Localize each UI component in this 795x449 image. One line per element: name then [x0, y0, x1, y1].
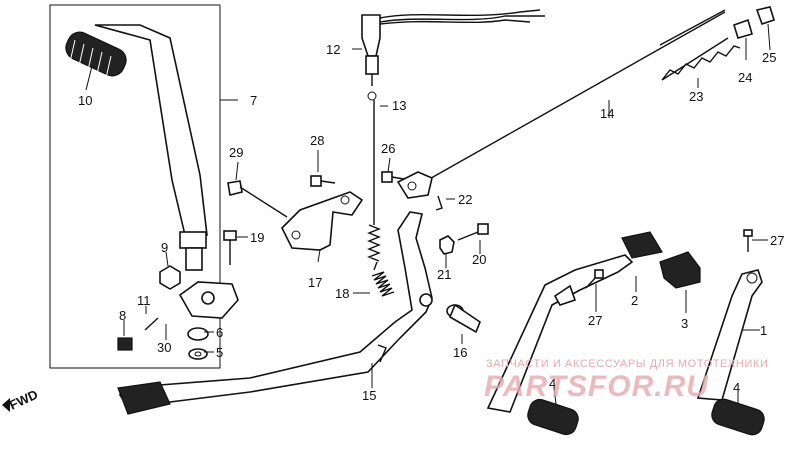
- callout-12: 12: [326, 42, 340, 57]
- brake-rod: [409, 11, 726, 191]
- joint-nut: [755, 6, 775, 26]
- washer-5: [188, 348, 208, 360]
- pedal-hook: [377, 344, 387, 363]
- rubber-grip: [65, 31, 127, 79]
- callout-18: 18: [335, 286, 349, 301]
- brake-pedal-pad: [117, 381, 171, 415]
- callout-14: 14: [600, 106, 614, 121]
- callout-7: 7: [250, 93, 257, 108]
- callout-3: 3: [681, 316, 688, 331]
- callout-27a: 27: [588, 313, 602, 328]
- fwd-label: FWD: [7, 387, 40, 413]
- callout-13: 13: [392, 98, 406, 113]
- callout-22: 22: [458, 192, 472, 207]
- callout-23: 23: [689, 89, 703, 104]
- watermark-brand: PARTSFOR.RU: [484, 370, 709, 403]
- nut-21: [439, 235, 455, 255]
- shift-arm: [94, 24, 208, 236]
- group-outline: [49, 4, 221, 369]
- callout-28: 28: [310, 133, 324, 148]
- rod-spring: [661, 37, 741, 81]
- callout-17: 17: [308, 275, 322, 290]
- leader-lines: [85, 23, 771, 405]
- rod-joint: [396, 171, 433, 199]
- callout-4b: 4: [733, 380, 740, 395]
- callout-2: 2: [631, 293, 638, 308]
- pivot-block: [178, 281, 239, 319]
- bolt-26: [381, 171, 405, 183]
- footrest-rubber-left: [527, 398, 579, 436]
- brake-pedal: [118, 211, 433, 411]
- bolt-20: [457, 223, 489, 241]
- callout-8: 8: [119, 308, 126, 323]
- callout-27b: 27: [770, 233, 784, 248]
- cap-8: [117, 337, 133, 351]
- callout-9: 9: [161, 240, 168, 255]
- callout-15: 15: [362, 388, 376, 403]
- watermark-tagline: ЗАПЧАСТИ И АКСЕССУАРЫ ДЛЯ МОТОТЕХНИКИ: [486, 358, 768, 370]
- callout-16: 16: [453, 345, 467, 360]
- callout-19: 19: [250, 230, 264, 245]
- screw-11: [144, 317, 159, 331]
- callout-20: 20: [472, 252, 486, 267]
- shift-arm-spline: [185, 247, 203, 271]
- callout-4a: 4: [549, 376, 556, 391]
- footrest-bar-1: [696, 269, 763, 401]
- bolt-27a: [585, 269, 604, 289]
- callout-24: 24: [738, 70, 752, 85]
- callout-10: 10: [78, 93, 92, 108]
- callout-30: 30: [157, 340, 171, 355]
- pivot-pin-16: [446, 303, 481, 334]
- bracket-17: [281, 191, 364, 251]
- callout-5: 5: [216, 345, 223, 360]
- fwd-arrow-icon: [2, 398, 10, 412]
- brake-switch: [361, 9, 545, 86]
- footrest-bar-2: [486, 254, 634, 413]
- bolt-19: [223, 230, 237, 265]
- callout-25: 25: [762, 50, 776, 65]
- footrest-rubber-right: [711, 398, 765, 436]
- shift-arm-boss: [179, 231, 207, 249]
- washer-6: [187, 327, 209, 341]
- callout-26: 26: [381, 141, 395, 156]
- footrest-pad-2: [621, 231, 663, 259]
- callout-1: 1: [760, 323, 767, 338]
- callout-21: 21: [437, 267, 451, 282]
- bolt-27b: [743, 229, 753, 252]
- rubber-pad-3: [659, 251, 701, 289]
- long-bolt: [227, 180, 288, 218]
- switch-spring: [367, 91, 381, 262]
- cotter-pin-22: [435, 195, 443, 211]
- callout-6: 6: [216, 325, 223, 340]
- nut-9: [159, 265, 181, 290]
- adjust-nut: [733, 18, 753, 39]
- spring-18: [371, 261, 395, 297]
- callout-29: 29: [229, 145, 243, 160]
- bolt-28: [310, 175, 336, 187]
- callout-11: 11: [137, 293, 151, 308]
